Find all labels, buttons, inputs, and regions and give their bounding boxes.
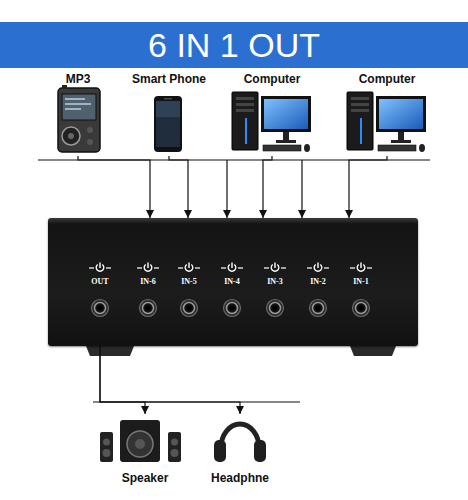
- speaker-set: [100, 420, 181, 462]
- connector: [78, 156, 150, 218]
- mp3-player: [58, 85, 100, 152]
- connector: [100, 346, 240, 414]
- title-banner: [0, 22, 468, 68]
- computer: [347, 92, 426, 152]
- port-label: IN-6: [140, 277, 156, 287]
- port-label: OUT: [91, 277, 108, 287]
- port-label: IN-5: [181, 277, 197, 287]
- device: Speaker: [95, 414, 195, 486]
- connector: [263, 156, 272, 218]
- smart-phone: [154, 96, 182, 152]
- connector: [169, 156, 188, 218]
- port-label: IN-3: [267, 277, 283, 287]
- connector: [100, 346, 145, 414]
- port-label: IN-1: [353, 277, 369, 287]
- port-label: IN-4: [224, 277, 240, 287]
- box-feet: [86, 346, 396, 356]
- device-label: Headphne: [211, 471, 269, 486]
- computer: [232, 92, 311, 152]
- banner-title: 6 IN 1 OUT: [0, 22, 468, 68]
- device: Headphne: [200, 414, 280, 486]
- device-label: Computer: [244, 72, 301, 87]
- device: Computer: [337, 72, 437, 156]
- input-arrow: [226, 160, 227, 218]
- device: MP3: [48, 72, 108, 156]
- device: Smart Phone: [124, 72, 214, 156]
- input-arrow: [301, 160, 302, 218]
- device-label: MP3: [66, 72, 91, 87]
- device-label: Smart Phone: [132, 72, 206, 87]
- connector: [349, 156, 387, 218]
- port-label: IN-2: [310, 277, 326, 287]
- headphone: [214, 424, 266, 462]
- device: Computer: [222, 72, 322, 156]
- switcher-box: OUT IN-6 IN-5 IN-4 IN-3 IN-2 IN-1: [48, 218, 418, 346]
- device-label: Computer: [359, 72, 416, 87]
- device-label: Speaker: [122, 471, 169, 486]
